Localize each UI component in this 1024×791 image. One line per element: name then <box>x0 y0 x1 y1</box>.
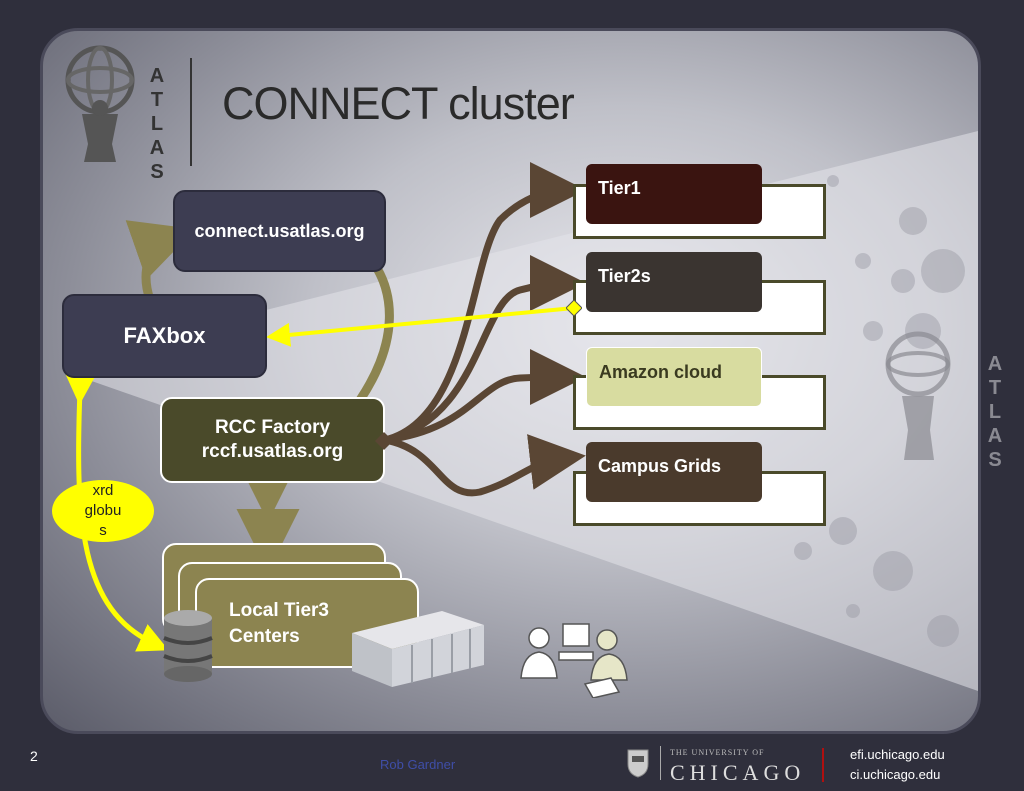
footer-link-ci[interactable]: ci.uchicago.edu <box>850 767 941 782</box>
rcc-factory-node: RCC Factory rccf.usatlas.org <box>160 397 385 483</box>
local-tier3-label-2: Centers <box>229 626 300 647</box>
uchicago-shield-icon <box>627 749 649 778</box>
rcc-factory-host: rccf.usatlas.org <box>201 441 344 462</box>
xrd-globus-line-3: s <box>99 522 107 539</box>
local-tier3-label: Local Tier3 <box>229 600 329 621</box>
connect-node-label: connect.usatlas.org <box>194 220 365 241</box>
xrd-globus-line-1: xrd <box>92 482 114 499</box>
university-small-text: THE UNIVERSITY OF <box>670 748 765 757</box>
footer-links: efi.uchicago.edu ci.uchicago.edu <box>850 745 945 785</box>
campus-grids-node: Campus Grids <box>586 442 762 502</box>
users-icon <box>520 623 628 698</box>
footer-red-divider <box>822 748 824 782</box>
footer-link-efi[interactable]: efi.uchicago.edu <box>850 747 945 762</box>
amazon-cloud-label: Amazon cloud <box>599 362 723 382</box>
faxbox-node: FAXbox <box>62 294 267 378</box>
university-name: CHICAGO <box>670 760 806 785</box>
xrd-globus-bubble: xrd globu s <box>52 480 154 542</box>
campus-grids-label: Campus Grids <box>598 456 722 476</box>
uchicago-divider <box>660 746 661 780</box>
tier2s-label: Tier2s <box>598 266 651 286</box>
footer-author: Rob Gardner <box>380 757 456 772</box>
amazon-cloud-node: Amazon cloud <box>586 347 762 407</box>
connect-node: connect.usatlas.org <box>173 190 386 272</box>
tier2s-node: Tier2s <box>586 252 762 312</box>
xrd-globus-line-2: globu <box>84 502 122 519</box>
connector-diamond-icon <box>566 300 582 316</box>
fan-origin-diamond-icon <box>375 432 393 450</box>
atlas-watermark-icon <box>885 331 951 460</box>
title-divider <box>190 58 192 166</box>
page-number: 2 <box>30 748 38 764</box>
tier1-label: Tier1 <box>598 178 641 198</box>
atlas-logo-icon <box>65 45 135 162</box>
slide-title: CONNECT cluster <box>222 78 575 129</box>
faxbox-label: FAXbox <box>123 323 206 348</box>
database-icon <box>163 610 213 682</box>
tier1-node: Tier1 <box>586 164 762 224</box>
rcc-factory-label: RCC Factory <box>214 417 331 438</box>
server-rack-icon <box>352 611 484 687</box>
